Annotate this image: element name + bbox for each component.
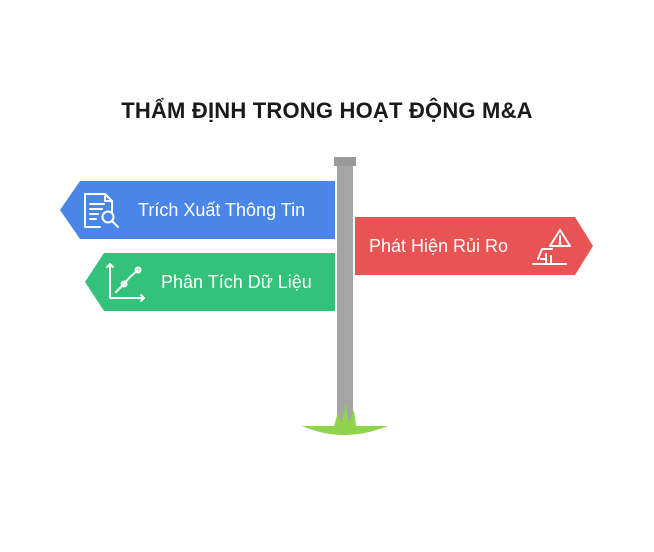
sign-phan-tich-du-lieu (85, 253, 335, 311)
sign-label-phat-hien: Phát Hiện Rủi Ro (369, 236, 509, 256)
chart-analysis-icon (106, 263, 145, 302)
document-search-icon (84, 193, 119, 228)
sign-label-phan-tich: Phân Tích Dữ Liệu (161, 272, 312, 292)
sign-label-trich-xuat: Trích Xuất Thông Tin (138, 200, 306, 220)
page-title: THẨM ĐỊNH TRONG HOẠT ĐỘNG M&A (121, 98, 533, 123)
sign-trich-xuat-thong-tin (60, 181, 335, 239)
sign-phat-hien-rui-ro (355, 217, 593, 275)
grass-base (302, 404, 388, 435)
signpost-pole (337, 164, 353, 426)
warning-hazard-icon (532, 229, 571, 265)
signpost-cap (334, 157, 356, 166)
